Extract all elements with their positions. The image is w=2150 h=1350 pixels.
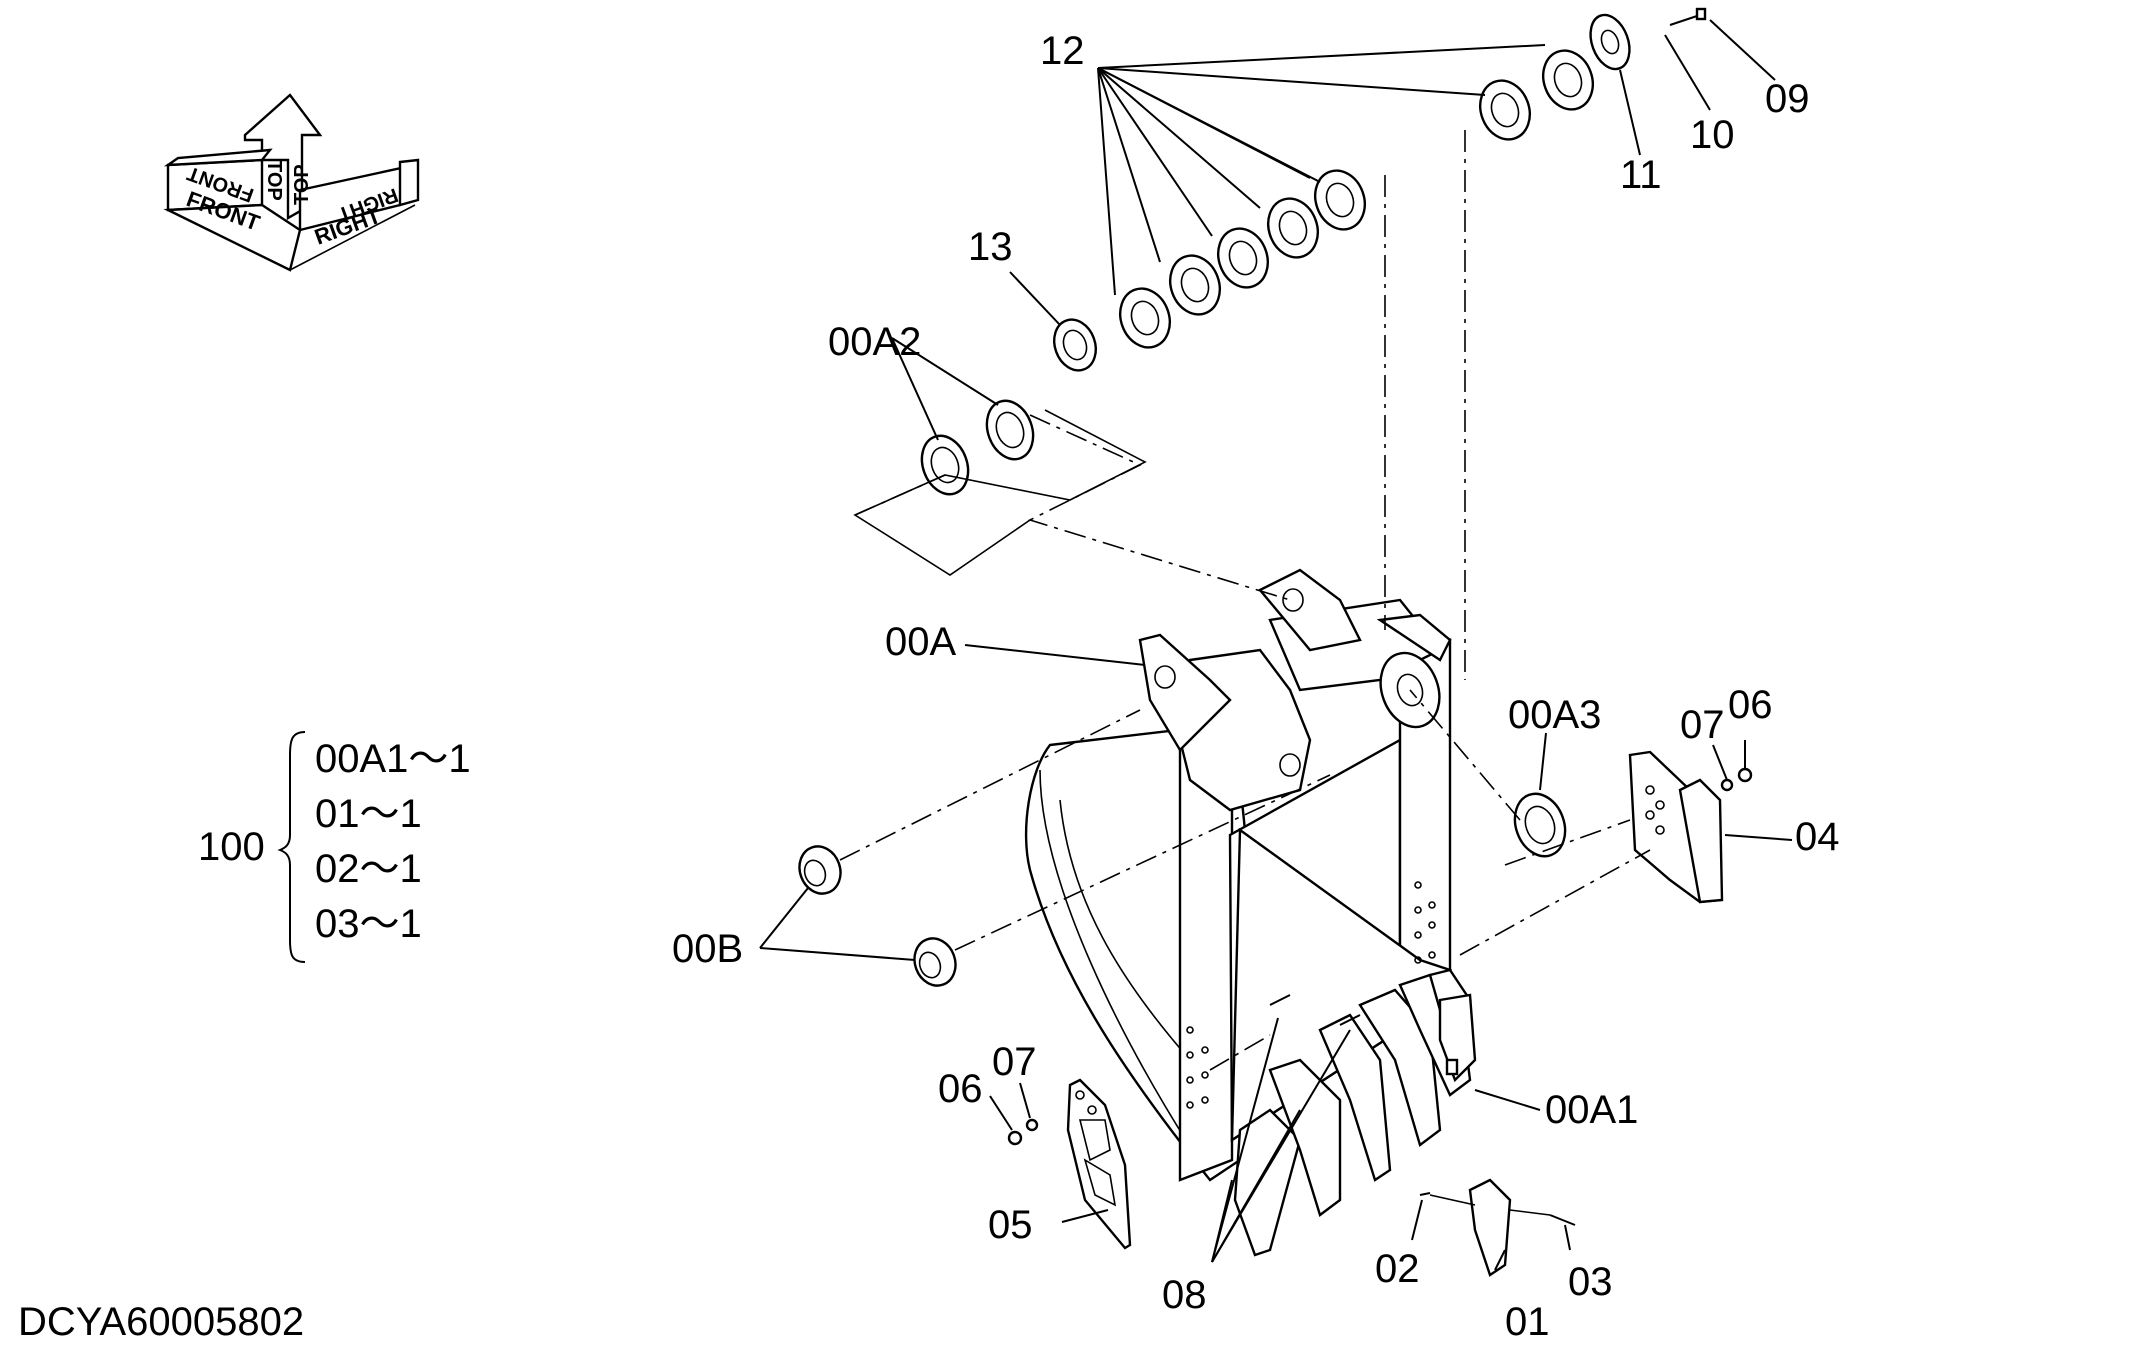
shim xyxy=(1169,254,1221,316)
callout-05: 05 xyxy=(988,1203,1033,1247)
shim xyxy=(1267,197,1319,259)
callout-07-left: 07 xyxy=(992,1040,1037,1084)
washer-small xyxy=(1025,1118,1039,1132)
shim xyxy=(1542,49,1594,111)
callout-10: 10 xyxy=(1690,113,1735,157)
callout-02: 02 xyxy=(1375,1247,1420,1291)
kit-composition: 100 00A1～1 01～1 02～1 03～1 xyxy=(198,731,471,963)
callout-03: 03 xyxy=(1568,1260,1613,1304)
orientation-compass: FRONT FRONT TOP TOP RIGHT RIGHT xyxy=(163,93,420,272)
leader-lines xyxy=(759,19,1793,1271)
compass-label-top: TOP xyxy=(263,160,285,201)
alignment-lines xyxy=(839,130,1651,1071)
o-ring xyxy=(1053,318,1097,372)
seal xyxy=(920,434,970,496)
kit-item: 02～1 xyxy=(315,847,422,891)
side-cutter-left xyxy=(1066,1078,1132,1250)
bushing xyxy=(913,937,957,987)
side-cutter-right xyxy=(1628,750,1724,904)
retainer xyxy=(1549,1214,1576,1226)
callout-01: 01 xyxy=(1505,1300,1550,1344)
callout-08: 08 xyxy=(1162,1273,1207,1317)
callout-00A2: 00A2 xyxy=(828,320,921,364)
callout-00B: 00B xyxy=(672,927,743,971)
shim xyxy=(1314,169,1366,231)
callout-07-right: 07 xyxy=(1680,703,1725,747)
bolt xyxy=(1669,7,1707,26)
callout-09: 09 xyxy=(1765,77,1810,121)
compass-label-top-mirror: TOP xyxy=(291,164,313,205)
drawing-id: DCYA60005802 xyxy=(18,1300,304,1344)
nut xyxy=(1007,1130,1023,1146)
washer-small xyxy=(1720,778,1734,792)
shim xyxy=(1479,79,1531,141)
kit-id: 100 xyxy=(198,825,265,869)
callout-04: 04 xyxy=(1795,815,1840,859)
callout-12: 12 xyxy=(1040,29,1085,73)
callout-11: 11 xyxy=(1620,153,1662,197)
kit-item: 03～1 xyxy=(315,902,422,946)
lock-pin xyxy=(1419,1192,1431,1196)
shim-set xyxy=(1119,49,1594,349)
kit-item: 01～1 xyxy=(315,792,422,836)
kit-item: 00A1～1 xyxy=(315,737,471,781)
teeth-set xyxy=(1233,968,1477,1257)
seal xyxy=(985,399,1035,461)
callout-13: 13 xyxy=(968,225,1013,269)
shim xyxy=(1217,227,1269,289)
shim xyxy=(1119,287,1171,349)
tooth-tip xyxy=(1468,1178,1512,1277)
callout-06-left: 06 xyxy=(938,1067,983,1111)
seal xyxy=(1513,792,1567,858)
callout-06-right: 06 xyxy=(1728,683,1773,727)
washer xyxy=(1589,13,1631,71)
bushing xyxy=(798,845,842,895)
callout-00A: 00A xyxy=(885,620,956,664)
callout-00A3: 00A3 xyxy=(1508,693,1601,737)
callout-labels: 12 13 00A2 00A 00A3 07 06 04 11 10 09 00… xyxy=(672,29,1840,1344)
callout-00A1: 00A1 xyxy=(1545,1088,1638,1132)
nut xyxy=(1737,767,1753,783)
